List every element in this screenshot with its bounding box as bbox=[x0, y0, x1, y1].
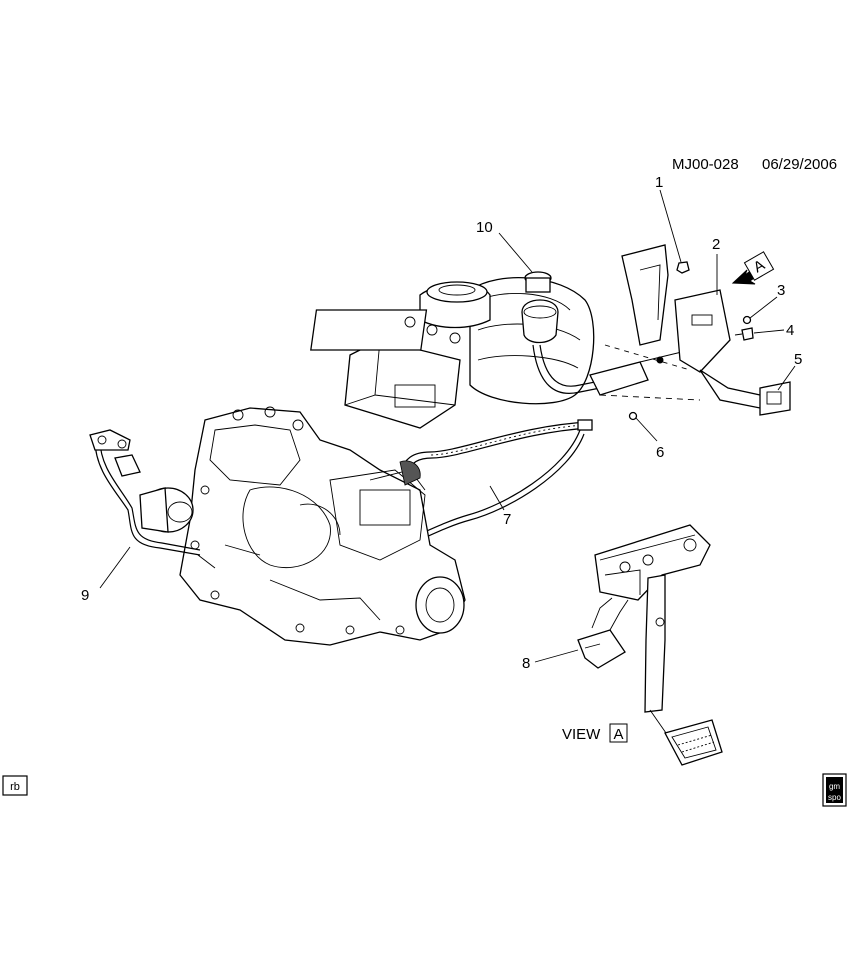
callout-5: 5 bbox=[794, 351, 802, 368]
bolt-part-4 bbox=[734, 327, 754, 341]
clutch-actuator-cylinder bbox=[89, 429, 216, 569]
rb-badge-text: rb bbox=[10, 781, 20, 793]
view-label-letter: A bbox=[613, 726, 623, 743]
pedal-bracket bbox=[621, 244, 791, 416]
view-a-label: VIEW A bbox=[562, 723, 628, 743]
callout-6: 6 bbox=[656, 444, 664, 461]
clutch-pedal-view-a bbox=[594, 524, 723, 766]
callout-4: 4 bbox=[786, 322, 794, 339]
view-label-text: VIEW bbox=[562, 726, 601, 743]
rb-badge: rb bbox=[2, 775, 28, 796]
view-a-arrow: A bbox=[731, 251, 775, 285]
diagram-date: 06/29/2006 bbox=[762, 156, 837, 173]
washer-part-3 bbox=[742, 315, 752, 325]
abs-module bbox=[310, 309, 461, 429]
clutch-fluid-reservoir bbox=[521, 271, 559, 344]
nut-part-1 bbox=[676, 261, 690, 274]
callout-9: 9 bbox=[81, 587, 89, 604]
manual-transaxle bbox=[179, 406, 466, 646]
clutch-master-cylinder bbox=[589, 344, 701, 401]
callout-2: 2 bbox=[712, 236, 720, 253]
nut-part-6 bbox=[628, 411, 638, 421]
spo-logo-text: spo bbox=[828, 793, 841, 802]
callout-3: 3 bbox=[777, 282, 785, 299]
callout-10: 10 bbox=[476, 219, 493, 236]
callout-7: 7 bbox=[503, 511, 511, 528]
gm-spo-logo: gm spo bbox=[822, 773, 847, 807]
clutch-pedal-switch bbox=[577, 597, 629, 669]
gm-logo-text: gm bbox=[829, 782, 840, 791]
callout-1: 1 bbox=[655, 174, 663, 191]
leader-lines bbox=[99, 189, 796, 663]
callout-8: 8 bbox=[522, 655, 530, 672]
diagram-code: MJ00-028 bbox=[672, 156, 739, 173]
